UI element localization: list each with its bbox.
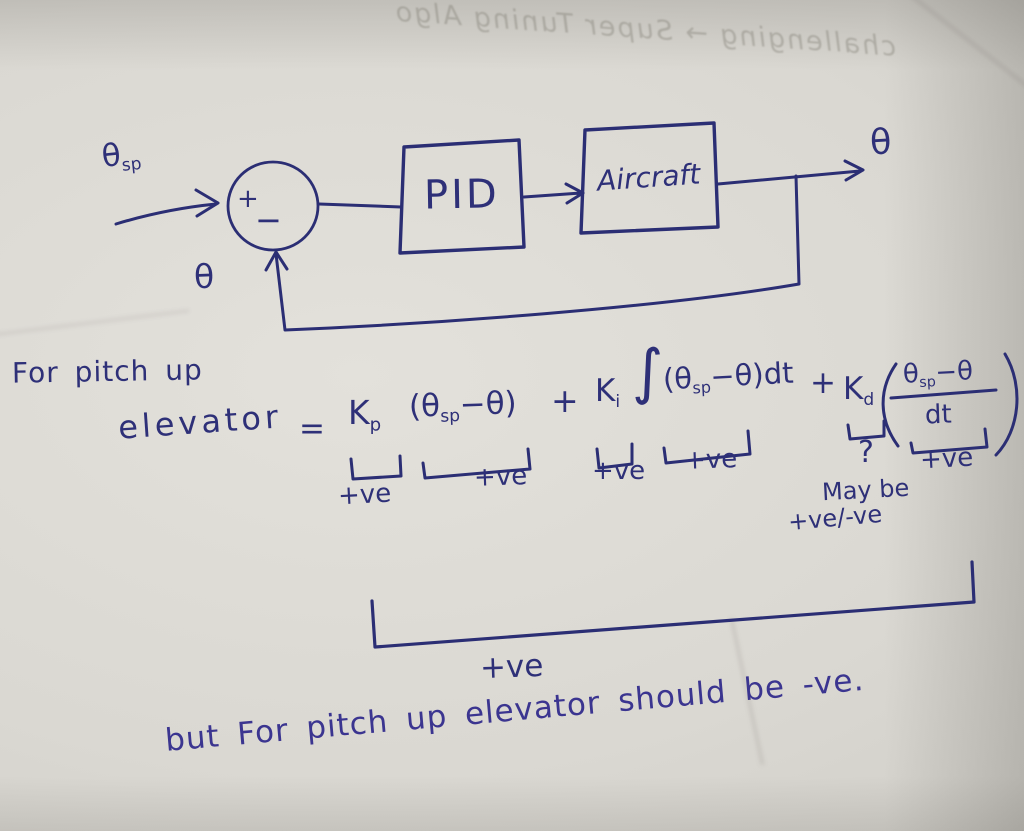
t2-subscript: sp: [692, 377, 712, 398]
derivative-denominator: dt: [924, 399, 953, 431]
derivative-numerator: θsp−θ: [902, 356, 974, 391]
pid-block-outline: [398, 138, 526, 255]
kd-coefficient: Kd: [843, 374, 874, 409]
sum-to-pid-line: [317, 202, 403, 209]
sum-plus-sign: +: [237, 184, 259, 214]
overall-sign-note: +ve: [479, 647, 544, 687]
derivative-right-paren: [994, 352, 1019, 457]
summing-junction-circle: [226, 160, 320, 252]
t2-rest: −θ): [709, 357, 765, 394]
error-term-underbracket: [421, 447, 532, 480]
overall-underbracket: [370, 560, 976, 649]
aircraft-label: Aircraft: [596, 157, 702, 198]
plus-sign-2: +: [810, 365, 836, 401]
paper-shadow-bottom: [0, 776, 1024, 831]
aircraft-label-box: Aircraft: [582, 126, 716, 230]
plus-sign-1: +: [551, 381, 579, 420]
pid-label-box: PID: [402, 142, 522, 248]
proportional-error-term: (θsp−θ): [408, 385, 518, 427]
ki-subscript: i: [615, 391, 621, 412]
ki-underbracket: [595, 442, 634, 470]
derivative-sign-note: +ve: [919, 442, 974, 476]
feedback-arrow-head: [264, 250, 289, 272]
kp-underbracket: [349, 454, 403, 481]
derivative-term-underbracket: [909, 427, 989, 455]
integral-error-term: (θsp−θ)dt: [662, 355, 795, 398]
derivative-fraction-bar: [889, 388, 998, 400]
feedback-line: [274, 174, 801, 332]
kd-underbracket: [846, 419, 886, 441]
paper-shadow-right: [884, 0, 1024, 831]
input-arrow-shaft: [114, 202, 218, 226]
sum-minus-sign: −: [255, 201, 282, 239]
pid-to-aircraft-arrow: [522, 182, 585, 205]
num-theta: θ: [902, 359, 920, 390]
pitch-up-heading: For pitch up: [11, 353, 204, 390]
paper-shadow-top: [0, 0, 1024, 70]
setpoint-label: θsp: [99, 137, 143, 177]
setpoint-theta: θ: [99, 137, 123, 175]
kd-question-mark: ?: [858, 435, 874, 470]
ki-coefficient: Ki: [595, 376, 620, 411]
error-sign-note: +ve: [473, 461, 528, 493]
t2-dt: dt: [762, 355, 795, 392]
integral-term-underbracket: [662, 429, 752, 465]
integral-sign-note: +ve: [683, 444, 738, 476]
output-line: [716, 159, 865, 186]
ki-sign-note: +ve: [592, 456, 646, 486]
t1-subscript: sp: [440, 406, 461, 427]
t1-open: (θ: [408, 387, 441, 425]
kp-sign-note: +ve: [337, 478, 392, 512]
kp-coefficient: Kp: [348, 396, 381, 435]
aircraft-block-outline: [579, 121, 720, 235]
kd-note-line1: May be: [821, 473, 910, 507]
pid-label: PID: [423, 171, 501, 219]
integral-sign: ∫: [632, 337, 664, 407]
num-rest: −θ: [934, 356, 974, 389]
kp-main: K: [348, 393, 370, 432]
input-arrow-head: [194, 188, 220, 218]
derivative-left-paren: [881, 362, 900, 448]
kd-main: K: [843, 371, 864, 407]
setpoint-subscript: sp: [120, 153, 143, 176]
feedback-label: θ: [193, 256, 215, 297]
output-label: θ: [868, 122, 893, 164]
num-subscript: sp: [918, 374, 937, 391]
equation-equals: =: [299, 411, 325, 447]
t2-open: (θ: [662, 360, 693, 397]
kd-subscript: d: [863, 389, 875, 410]
kp-subscript: p: [369, 414, 382, 436]
t1-rest: −θ): [459, 385, 518, 424]
ki-main: K: [595, 373, 616, 409]
